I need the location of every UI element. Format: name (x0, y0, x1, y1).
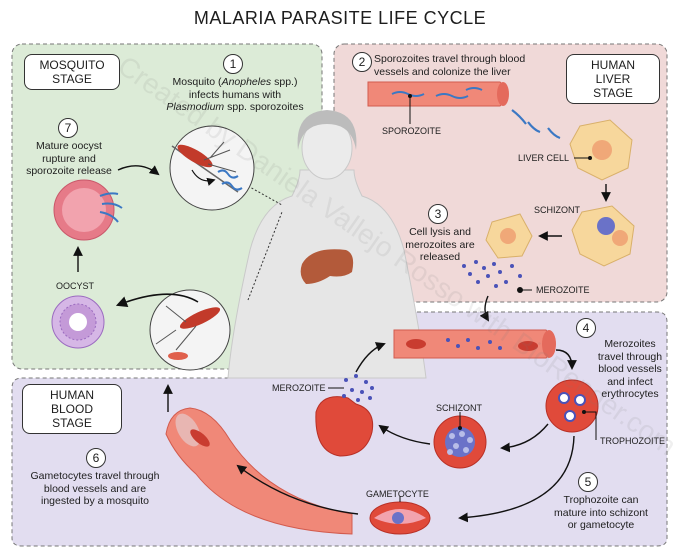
liver-merozoite-label: MEROZOITE (536, 285, 590, 295)
oocyst-label: OOCYST (56, 281, 95, 291)
step-7-text: Mature oocyst rupture and sporozoite rel… (26, 140, 112, 177)
step-number-7: 7 (58, 118, 78, 138)
mosquito-bite-circle (169, 125, 255, 211)
step-3-text: Cell lysis and merozoites are released (405, 226, 475, 263)
lysed-liver-cell (462, 213, 533, 293)
step-number-4: 4 (576, 318, 596, 338)
liver-cell (569, 119, 633, 181)
ruptured-oocyst (53, 179, 123, 241)
trophozoite-label: TROPHOZOITE (600, 436, 665, 446)
liver-organ (300, 249, 354, 284)
step-number-1: 1 (223, 54, 243, 74)
step-number-3: 3 (428, 204, 448, 224)
ruptured-erythrocyte (315, 374, 374, 457)
liver-schizont-cell (571, 205, 635, 267)
human-figure (227, 110, 427, 379)
step-number-5: 5 (578, 472, 598, 492)
step-1-text: Mosquito (Anopheles spp.) infects humans… (166, 76, 304, 113)
liver-schizont-label: SCHIZONT (534, 205, 580, 215)
blood-schizont (433, 415, 487, 469)
step-6-text: Gametocytes travel through blood vessels… (30, 470, 160, 507)
infected-erythrocyte (545, 379, 599, 433)
step-4-text: Merozoites travel through blood vessels … (597, 338, 663, 400)
diagram-title: MALARIA PARASITE LIFE CYCLE (193, 8, 487, 28)
blood-vessel (393, 329, 556, 359)
blood-schizont-label: SCHIZONT (436, 403, 482, 413)
liver-cell-label: LIVER CELL (518, 153, 570, 163)
step-number-2: 2 (352, 52, 372, 72)
mature-oocyst (51, 295, 105, 349)
step-5-text: Trophozoite can mature into schizont or … (554, 494, 648, 531)
step-2-text: Sporozoites travel through blood vessels… (374, 53, 526, 78)
blood-merozoite-label: MEROZOITE (272, 383, 326, 393)
step-number-6: 6 (86, 448, 106, 468)
gametocyte-cell (369, 501, 431, 535)
mosquito-feeding-circle (149, 289, 231, 371)
blood-stage-label: HUMAN BLOOD STAGE (22, 384, 122, 434)
sporozoite-label: SPOROZOITE (382, 126, 442, 136)
liver-vessel (367, 81, 561, 140)
gametocyte-label: GAMETOCYTE (366, 489, 429, 499)
mosquito-stage-label: MOSQUITO STAGE (24, 54, 120, 90)
liver-stage-label: HUMAN LIVER STAGE (566, 54, 660, 104)
